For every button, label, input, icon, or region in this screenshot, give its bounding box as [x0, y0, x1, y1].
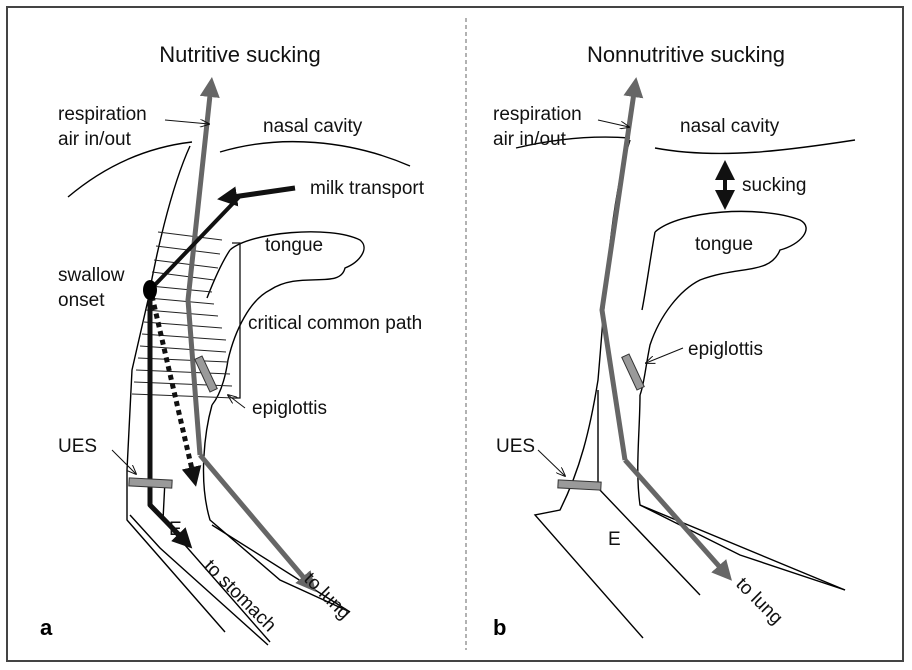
- esophagus-divider-b: [598, 390, 700, 595]
- ues-pointer-b: [538, 450, 565, 476]
- respiration-label-a-2: air in/out: [58, 129, 132, 150]
- epiglottis-pointer-b: [646, 348, 683, 363]
- respiration-pointer-b: [598, 120, 629, 127]
- tongue-front-edge: [207, 250, 230, 298]
- nasal-palate-outline: [68, 142, 192, 197]
- respiration-label-a-1: respiration: [58, 104, 147, 125]
- respiration-pointer-a: [165, 120, 209, 124]
- milk-transport-arrow: [226, 188, 295, 198]
- airway-path-b: [602, 86, 635, 460]
- nasal-roof-outline: [220, 142, 410, 166]
- critical-path-bracket: [232, 243, 240, 398]
- milk-transport-label: milk transport: [310, 178, 425, 199]
- nasal-cavity-label-b: nasal cavity: [680, 116, 780, 137]
- panel-b-title: Nonnutritive sucking: [587, 42, 785, 67]
- sucking-label: sucking: [742, 175, 806, 196]
- airway-to-lung-b: [625, 460, 726, 574]
- panel-b: Nonnutritive sucking respiration air in/…: [493, 42, 855, 640]
- respiration-label-b-2: air in/out: [493, 129, 567, 150]
- tongue-front-edge-b: [642, 232, 655, 310]
- airway-path-a: [188, 86, 211, 455]
- ues-pointer-a: [112, 450, 136, 474]
- ues-structure-a: [129, 478, 172, 488]
- posterior-pharynx-wall-b: [535, 140, 643, 638]
- tongue-label-b: tongue: [695, 234, 753, 255]
- swallow-label-2: onset: [58, 290, 105, 311]
- esophagus-outer: [130, 515, 268, 645]
- nasal-cavity-label-a: nasal cavity: [263, 116, 363, 137]
- esophagus-label-b: E: [608, 529, 621, 550]
- panel-a-letter: a: [40, 615, 53, 640]
- critical-path-label: critical common path: [248, 313, 422, 334]
- ues-label-a: UES: [58, 436, 97, 457]
- to-stomach-label: to stomach: [199, 556, 280, 637]
- epiglottis-pointer-a: [228, 395, 245, 408]
- epiglottis-label-b: epiglottis: [688, 339, 763, 360]
- to-lung-label-b: to lung: [731, 574, 786, 629]
- to-lung-label-a: to lung: [299, 569, 354, 624]
- ues-structure-b: [558, 480, 601, 490]
- nasal-roof-outline-b: [655, 140, 855, 153]
- tongue-label-a: tongue: [265, 235, 323, 256]
- milk-path-line: [150, 197, 239, 290]
- swallow-onset-marker: [143, 280, 157, 300]
- epiglottis-label-a: epiglottis: [252, 398, 327, 419]
- milk-to-stomach: [150, 290, 186, 542]
- anterior-pharynx-wall-b: [638, 395, 845, 590]
- panel-b-anatomy: [516, 137, 855, 638]
- respiration-label-b-1: respiration: [493, 104, 582, 125]
- ues-label-b: UES: [496, 436, 535, 457]
- panel-a-title: Nutritive sucking: [159, 42, 320, 67]
- panel-a-anatomy: [68, 142, 410, 645]
- epiglottis-structure-b: [622, 354, 644, 390]
- panel-a: Nutritive sucking: [40, 42, 425, 645]
- swallow-label-1: swallow: [58, 265, 125, 286]
- esophagus-label-a: E: [169, 519, 182, 540]
- panel-b-letter: b: [493, 615, 506, 640]
